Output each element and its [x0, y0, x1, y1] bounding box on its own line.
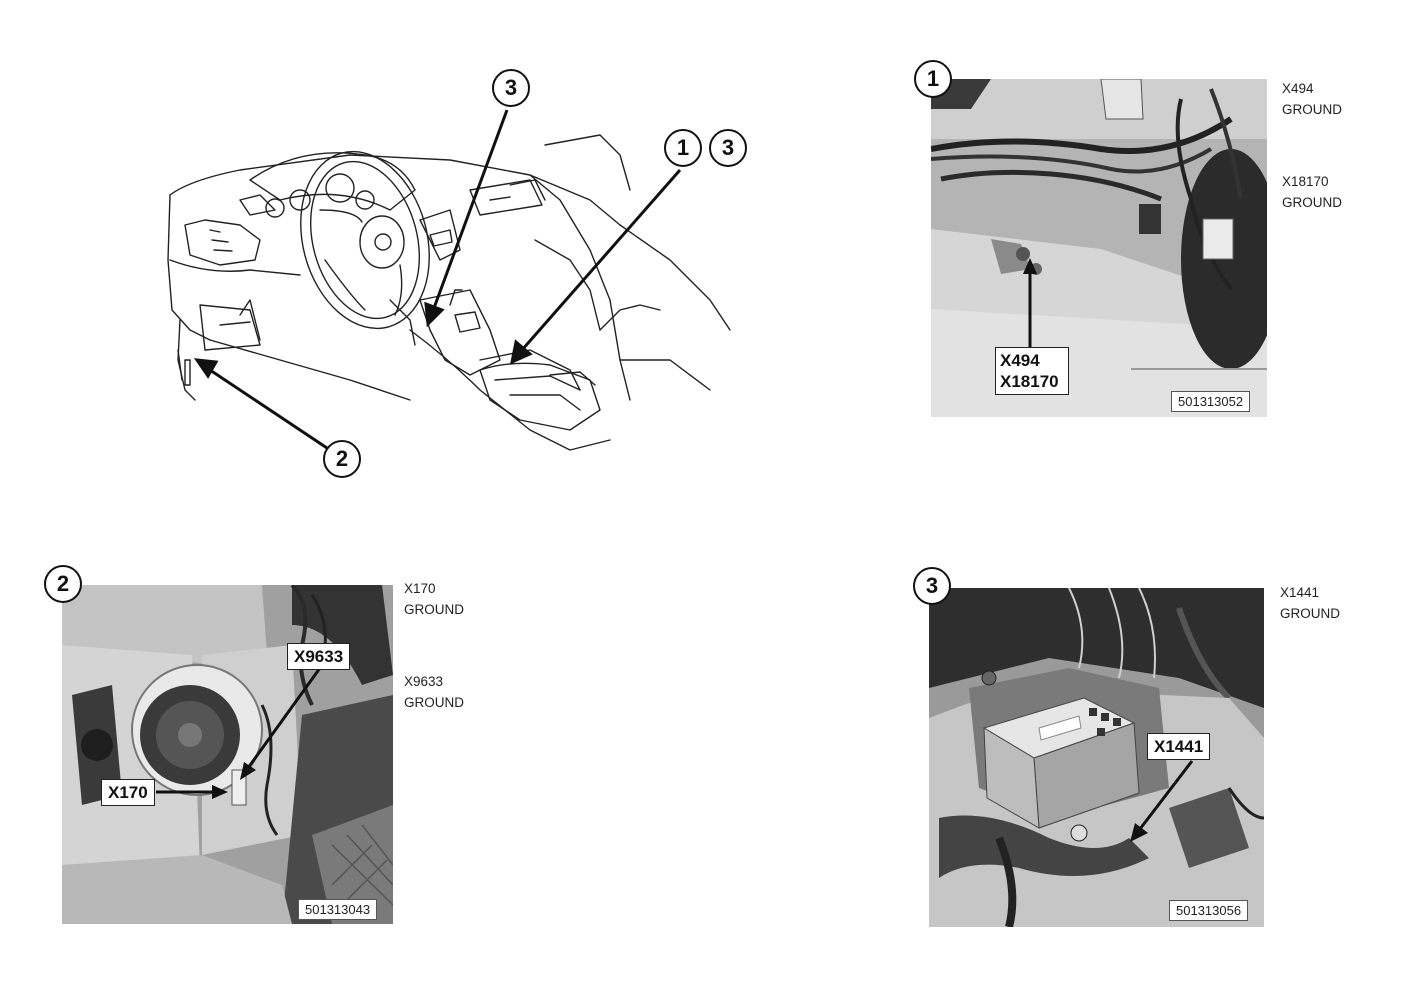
legend-x1441-code: X1441 — [1280, 585, 1320, 600]
panel3-number-badge: 3 — [913, 567, 951, 605]
legend-x18170-code: X18170 — [1282, 174, 1329, 189]
panel3-label-x1441: X1441 — [1147, 733, 1211, 760]
callout-3-right: 3 — [709, 129, 747, 167]
panel1-photo — [931, 79, 1267, 417]
panel3-photo-art — [929, 588, 1264, 927]
legend-x170-code: X170 — [404, 581, 436, 596]
panel1-arrow — [1023, 258, 1037, 350]
panel1-image-id: 501313052 — [1171, 391, 1251, 412]
panel2-label-x9633: X9633 — [287, 643, 351, 670]
panel2-arrows — [156, 667, 322, 799]
panel3-image-id: 501313056 — [1169, 900, 1249, 921]
panel1-label-x18170: X18170 — [1000, 372, 1059, 391]
panel1-photo-art — [931, 79, 1267, 417]
legend-x9633-type: GROUND — [404, 695, 464, 710]
legend-x18170-type: GROUND — [1282, 195, 1342, 210]
panel2-image-id: 501313043 — [298, 899, 378, 920]
legend-x494-code: X494 — [1282, 81, 1314, 96]
callout-3-top: 3 — [492, 69, 530, 107]
dashboard-overview-drawing — [150, 60, 770, 500]
panel1-number-badge: 1 — [914, 60, 952, 98]
panel1-connector-label: X494 X18170 — [995, 347, 1069, 395]
legend-x494-type: GROUND — [1282, 102, 1342, 117]
legend-x9633-code: X9633 — [404, 674, 444, 689]
panel2-number-badge: 2 — [44, 565, 82, 603]
panel3-photo — [929, 588, 1264, 927]
panel3-legend: X1441 GROUND — [1280, 582, 1340, 624]
panel3-arrow — [1130, 760, 1194, 842]
callout-1-right: 1 — [664, 129, 702, 167]
panel2-legend: X170 GROUND X9633 GROUND — [404, 578, 464, 713]
panel2-label-x170: X170 — [101, 779, 155, 806]
legend-x1441-type: GROUND — [1280, 606, 1340, 621]
panel1-label-x494: X494 — [1000, 351, 1040, 370]
panel1-legend: X494 GROUND X18170 GROUND — [1282, 78, 1342, 213]
dashboard-line-art — [167, 109, 731, 452]
legend-x170-type: GROUND — [404, 602, 464, 617]
callout-2-bottom: 2 — [323, 440, 361, 478]
